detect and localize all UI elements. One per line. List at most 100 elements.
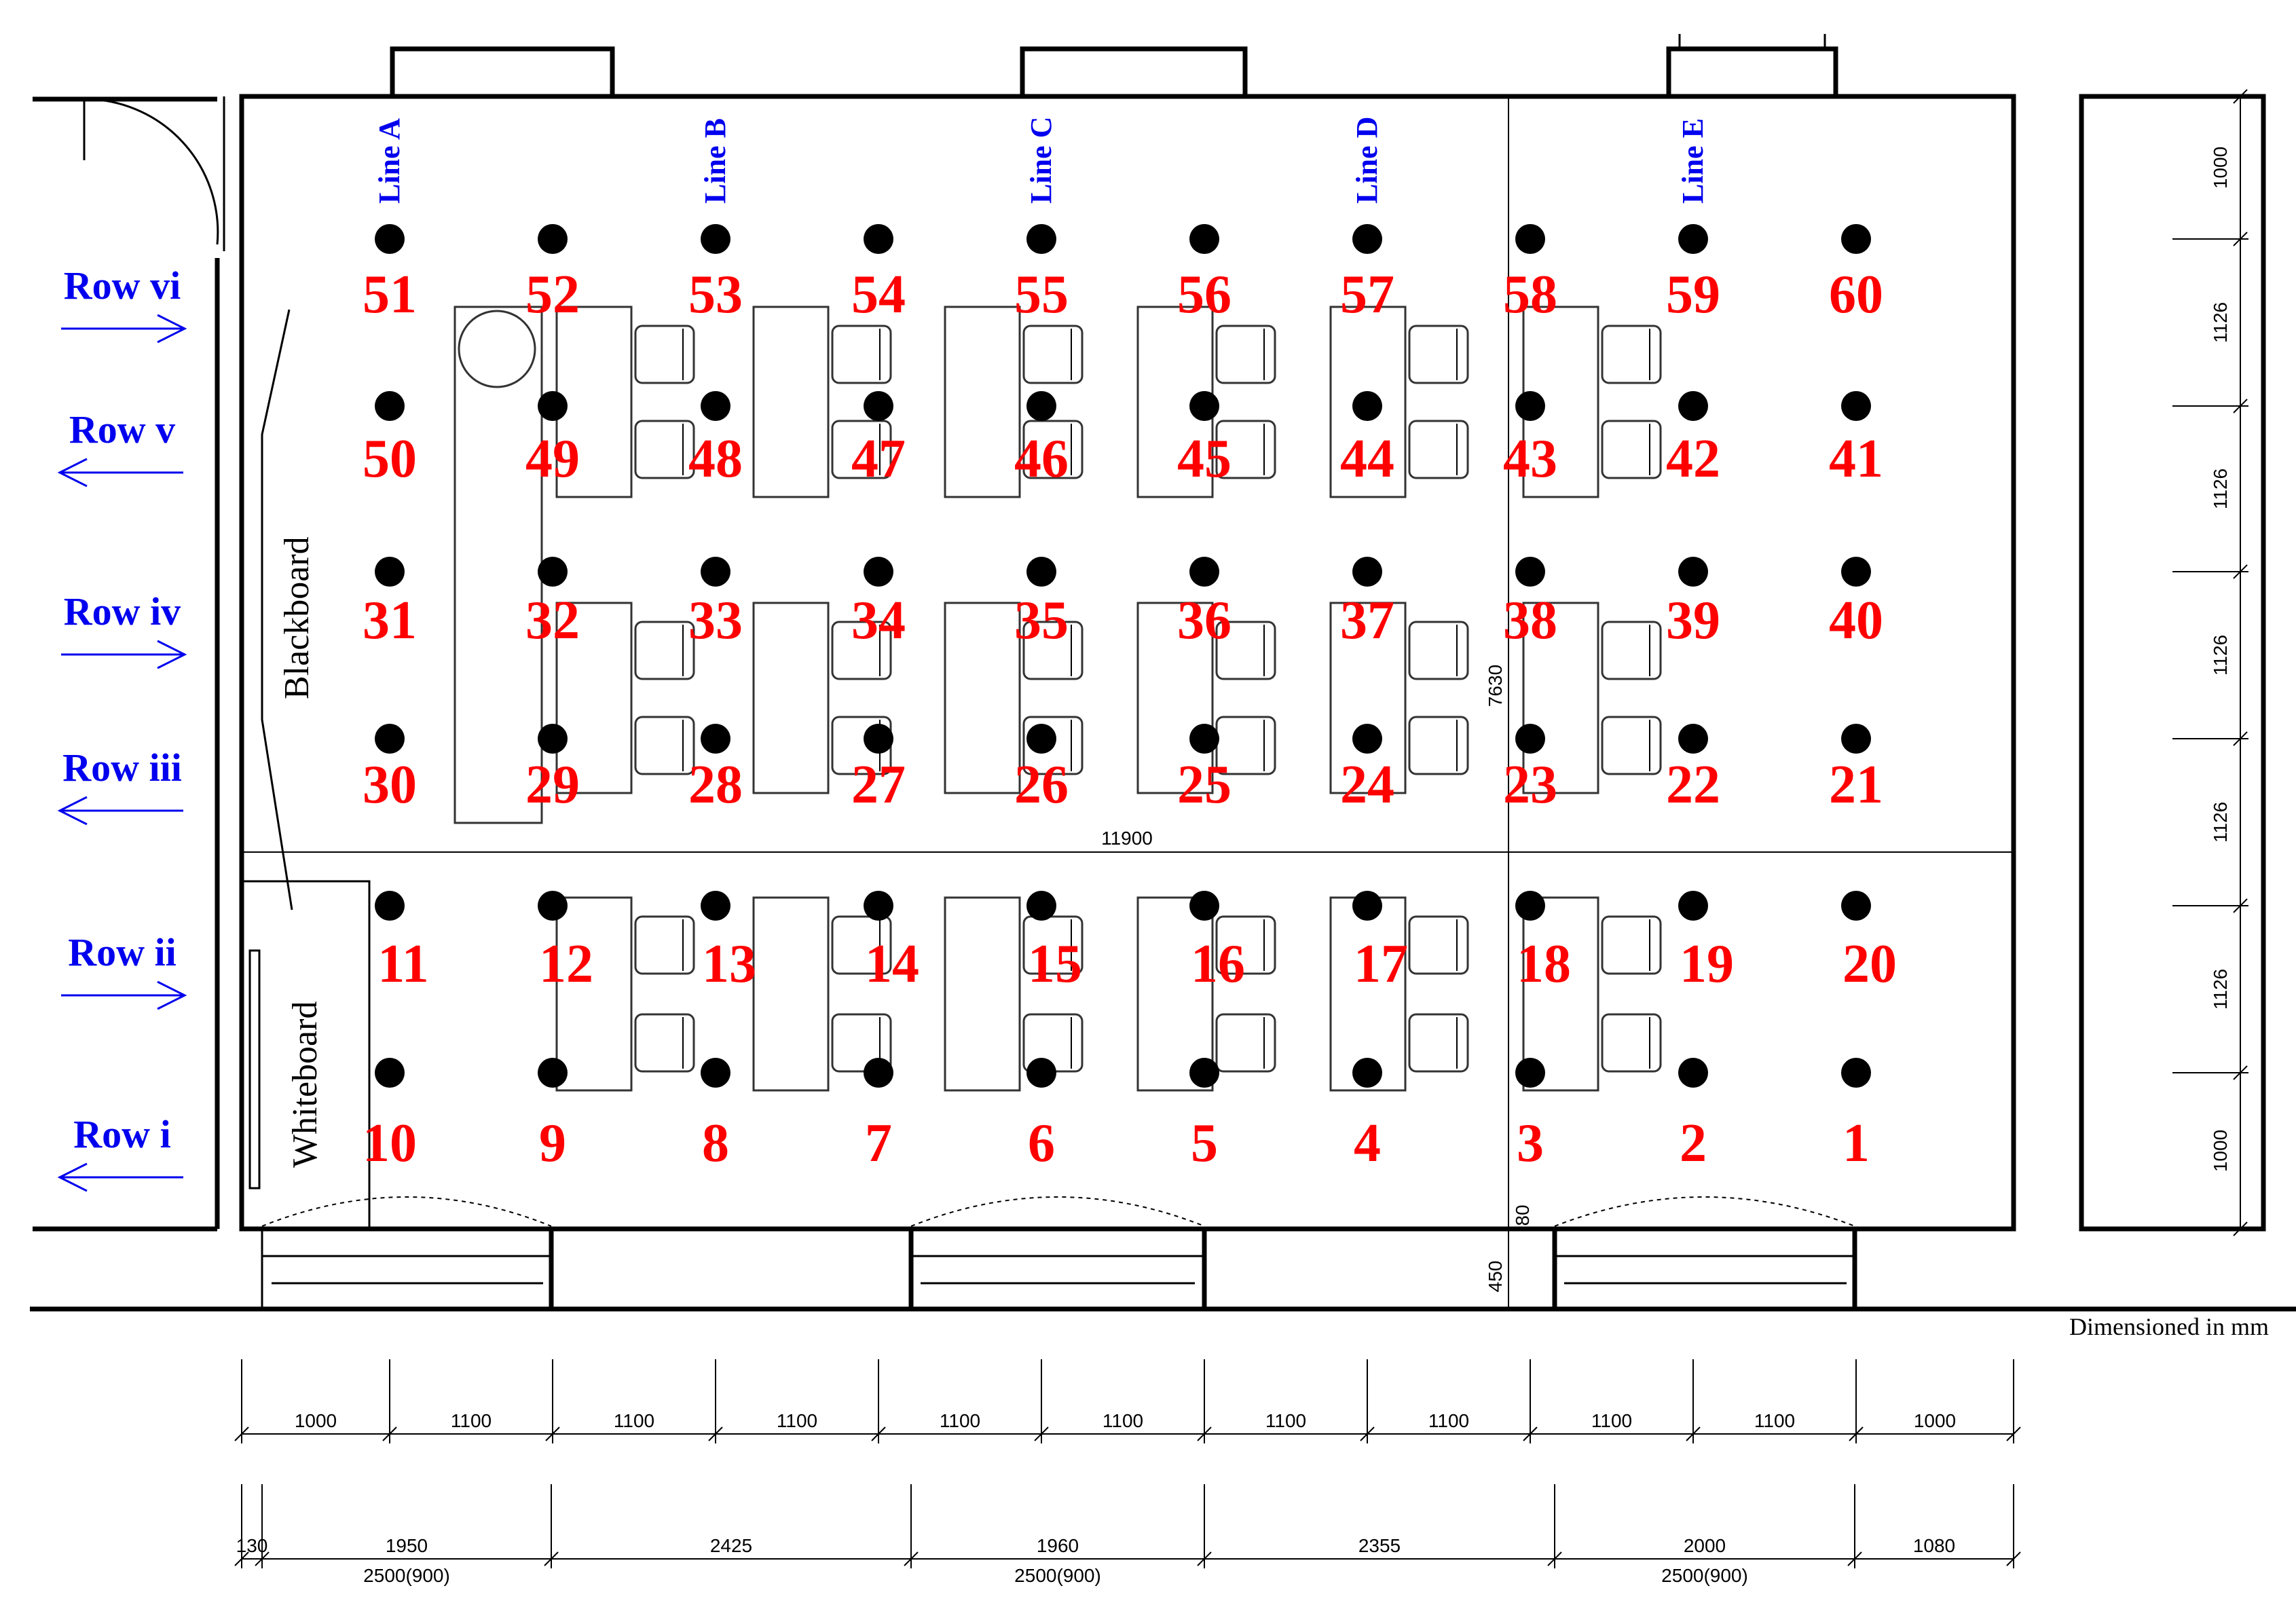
measurement-point-dot (538, 1058, 568, 1088)
dimension-note: Dimensioned in mm (2069, 1313, 2269, 1340)
student-desk (1136, 602, 1214, 794)
measurement-point-dot (1189, 224, 1219, 254)
blackboard (261, 309, 293, 910)
measurement-point-number: 7 (865, 1113, 892, 1173)
dimension-label: 1126 (2210, 468, 2231, 509)
line-label: Line C (1024, 117, 1058, 204)
measurement-point-dot (701, 724, 730, 754)
student-chair (634, 915, 695, 975)
measurement-point-number: 42 (1666, 429, 1720, 489)
student-chair (634, 621, 695, 680)
measurement-point-number: 25 (1177, 755, 1232, 815)
measurement-point-dot (1189, 724, 1219, 754)
measurement-point-dot (701, 891, 730, 921)
measurement-point-dot (1026, 724, 1056, 754)
measurement-point-number: 34 (851, 591, 906, 650)
whiteboard-label: Whiteboard (286, 1001, 325, 1168)
measurement-point-dot (1841, 391, 1871, 421)
measurement-point-dot (1841, 1058, 1871, 1088)
right-column (2079, 94, 2266, 1232)
measurement-point-dot (538, 391, 568, 421)
measurement-point-dot (1678, 557, 1708, 587)
student-chair (1601, 621, 1662, 680)
measurement-point-dot (1841, 891, 1871, 921)
bottom-window-2 (910, 1228, 1206, 1310)
line-label: Line E (1676, 118, 1709, 204)
row-label: Row vi (64, 263, 181, 308)
dimension-label: 1000 (2210, 147, 2231, 189)
student-furniture (555, 306, 1662, 1092)
dimension-label: 1000 (295, 1410, 337, 1431)
row-direction-arrow (61, 640, 187, 669)
student-chair (1215, 420, 1276, 479)
measurement-point-number: 28 (688, 755, 743, 815)
student-chair (1408, 915, 1469, 975)
window-dimension-label: 2500(900) (1661, 1565, 1748, 1586)
student-desk (944, 306, 1021, 498)
measurement-point-dot (1515, 557, 1545, 587)
student-chair (831, 621, 892, 680)
measurement-point-dot (1678, 1058, 1708, 1088)
student-chair (1022, 325, 1084, 384)
measurement-point-dot (1352, 391, 1382, 421)
student-desk (555, 602, 633, 794)
measurement-point-dot (1026, 891, 1056, 921)
labels: Blackboard Whiteboard 11900 7630 80 450 … (57, 117, 2269, 1340)
measurement-point-number: 29 (525, 755, 580, 815)
measurement-point-number: 15 (1028, 934, 1082, 994)
student-chair (831, 325, 892, 384)
student-desk (944, 896, 1021, 1092)
measurement-point-dot (1189, 1058, 1219, 1088)
measurement-point-dot (864, 391, 893, 421)
measurement-point-number: 33 (688, 591, 743, 650)
dimension-label: 1100 (940, 1410, 980, 1431)
measurement-point-number: 14 (865, 934, 919, 994)
student-chair (1215, 325, 1276, 384)
measurement-point-number: 56 (1177, 265, 1232, 325)
measurement-point-dot (1678, 224, 1708, 254)
dimension-label: 1126 (2210, 802, 2231, 843)
top-window-2 (1020, 46, 1248, 96)
measurement-point-number: 11 (377, 934, 429, 994)
measurement-point-number: 40 (1829, 591, 1883, 650)
measurement-point-dot (864, 891, 893, 921)
measurement-point-number: 50 (363, 429, 417, 489)
measurement-point-number: 5 (1191, 1113, 1218, 1173)
student-chair (634, 325, 695, 384)
student-desk (1522, 896, 1599, 1092)
measurement-point-dot (1352, 557, 1382, 587)
student-desk (752, 896, 830, 1092)
measurement-point-dot (1026, 557, 1056, 587)
measurement-point-dot (701, 1058, 730, 1088)
measurement-point-number: 53 (688, 265, 743, 325)
measurement-point-dot (1352, 891, 1382, 921)
measurement-point-dot (375, 724, 405, 754)
measurement-point-dot (1515, 891, 1545, 921)
measurement-point-number: 24 (1340, 755, 1394, 815)
row-direction-arrow (57, 458, 183, 487)
measurement-point-dot (1678, 891, 1708, 921)
measurement-point-dot (864, 557, 893, 587)
student-chair (634, 420, 695, 479)
measurement-point-dot (1026, 1058, 1056, 1088)
measurement-point-number: 49 (525, 429, 580, 489)
measurement-point-dot (1841, 724, 1871, 754)
measurement-point-number: 51 (363, 265, 417, 325)
measurement-point-number: 47 (851, 429, 906, 489)
sink (458, 310, 536, 388)
student-chair (1601, 716, 1662, 775)
dimension-room-depth: 7630 (1485, 665, 1506, 707)
student-desk (752, 306, 830, 498)
measurement-point-number: 1 (1843, 1113, 1870, 1173)
measurement-point-number: 52 (525, 265, 580, 325)
measurement-point-dot (1515, 224, 1545, 254)
measurement-point-number: 6 (1028, 1113, 1055, 1173)
measurement-point-number: 30 (363, 755, 417, 815)
student-chair (831, 1013, 892, 1073)
measurement-point-dot (538, 224, 568, 254)
measurement-point-number: 3 (1517, 1113, 1544, 1173)
window-arc (1554, 1196, 1855, 1227)
student-chair (1215, 1013, 1276, 1073)
